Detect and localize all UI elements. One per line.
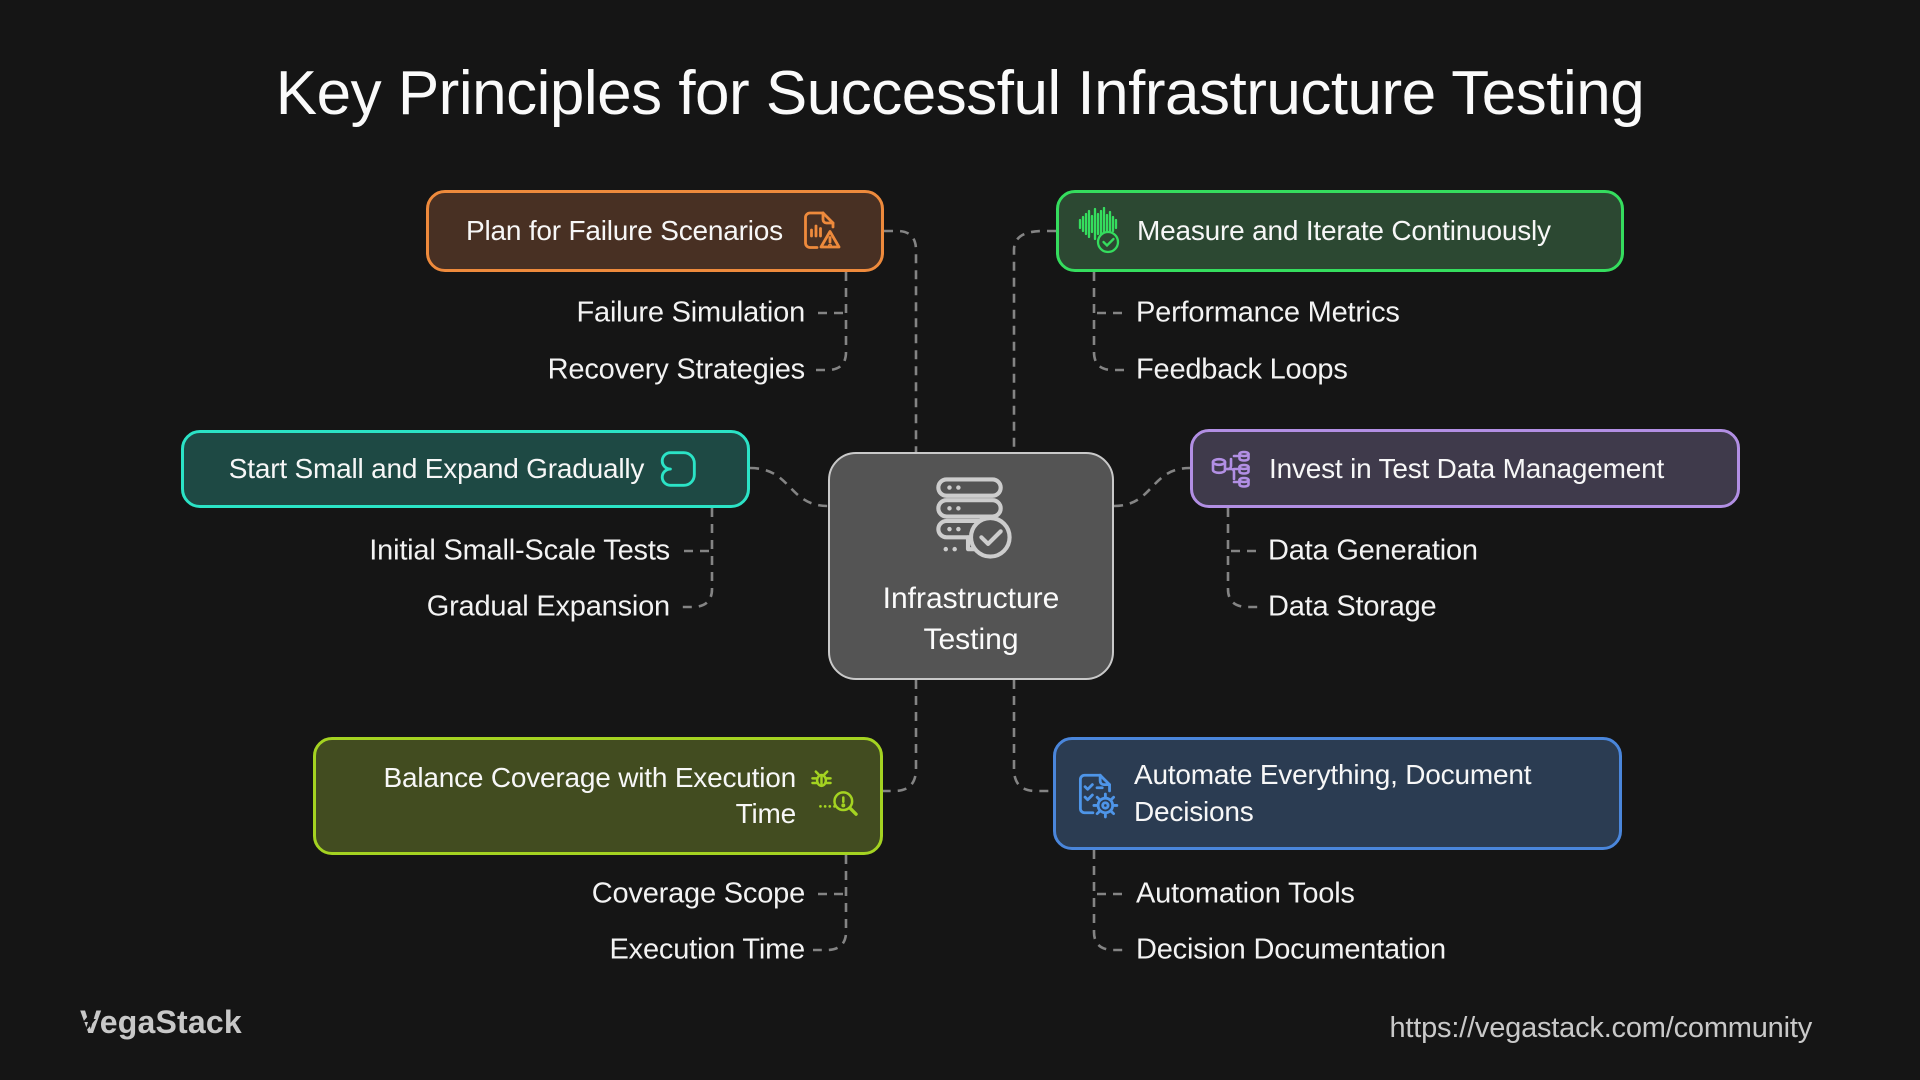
node-label: Invest in Test Data Management bbox=[1269, 452, 1665, 484]
sub-label-coverage-scope: Coverage Scope bbox=[591, 877, 805, 910]
connector-invest-children bbox=[1226, 508, 1261, 609]
connector-measure-to-center bbox=[1012, 229, 1056, 452]
node-measure-and-iterate: Measure and Iterate Continuously bbox=[1056, 190, 1624, 272]
sub-label-gradual-expansion: Gradual Expansion bbox=[426, 590, 670, 623]
server-check-icon bbox=[923, 472, 1019, 569]
checklist-gear-icon bbox=[1071, 769, 1121, 819]
sub-label-performance-metrics: Performance Metrics bbox=[1136, 296, 1400, 329]
vegastack-logo: VegaStack bbox=[80, 1004, 242, 1041]
community-url[interactable]: https://vegastack.com/community bbox=[1389, 1012, 1812, 1044]
sub-label-feedback-loops: Feedback Loops bbox=[1136, 353, 1348, 386]
node-plan-for-failure-scenarios: Plan for Failure Scenarios bbox=[426, 190, 884, 272]
node-label: Balance Coverage with Execution Time bbox=[383, 761, 797, 829]
sub-label-automation-tools: Automation Tools bbox=[1136, 877, 1355, 910]
connector-plan-to-center bbox=[884, 229, 918, 452]
node-label: Automate Everything, Document Decisions bbox=[1134, 759, 1532, 827]
database-tree-icon bbox=[1207, 445, 1257, 493]
node-invest-test-data: Invest in Test Data Management bbox=[1190, 429, 1740, 508]
sub-label-data-generation: Data Generation bbox=[1268, 534, 1478, 567]
connector-plan-children bbox=[812, 272, 848, 372]
vegastack-wordmark: VegaStack bbox=[80, 1004, 242, 1040]
connector-startsmall-to-center bbox=[749, 466, 829, 508]
sub-label-execution-time: Execution Time bbox=[609, 933, 806, 966]
lightning-bolt-icon bbox=[83, 1011, 96, 1032]
page-title: Key Principles for Successful Infrastruc… bbox=[275, 59, 1645, 128]
sub-label-failure-simulation: Failure Simulation bbox=[576, 296, 806, 329]
node-start-small-expand: Start Small and Expand Gradually bbox=[181, 430, 750, 508]
node-label: Start Small and Expand Gradually bbox=[228, 453, 645, 484]
node-automate-document: Automate Everything, Document Decisions bbox=[1053, 737, 1622, 850]
connector-center-to-balance bbox=[883, 680, 918, 793]
node-label: Measure and Iterate Continuously bbox=[1137, 215, 1551, 246]
expand-shape-icon bbox=[656, 446, 702, 492]
node-label: Plan for Failure Scenarios bbox=[466, 215, 783, 246]
connector-invest-to-center bbox=[1113, 466, 1191, 508]
document-alert-icon bbox=[796, 207, 844, 255]
sub-label-recovery-strategies: Recovery Strategies bbox=[547, 353, 806, 386]
waveform-check-icon bbox=[1074, 207, 1124, 255]
node-infrastructure-testing: Infrastructure Testing bbox=[828, 452, 1114, 680]
connector-startsmall-children bbox=[679, 508, 714, 609]
connector-balance-children bbox=[813, 855, 848, 952]
sub-label-decision-documentation: Decision Documentation bbox=[1136, 933, 1446, 966]
connector-automate-children bbox=[1092, 850, 1127, 952]
sub-label-data-storage: Data Storage bbox=[1268, 590, 1437, 623]
node-balance-coverage-execution: Balance Coverage with Execution Time bbox=[313, 737, 883, 855]
connector-center-to-automate bbox=[1012, 680, 1053, 793]
bug-magnifier-icon bbox=[808, 769, 862, 823]
connector-measure-children bbox=[1092, 272, 1128, 372]
sub-label-initial-small-scale-tests: Initial Small-Scale Tests bbox=[369, 534, 670, 567]
center-label: Infrastructure Testing bbox=[882, 582, 1060, 656]
